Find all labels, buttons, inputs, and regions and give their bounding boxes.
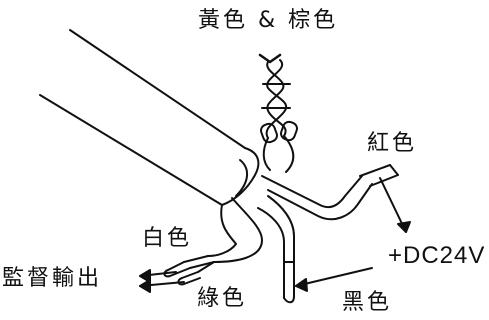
label-dc24v: +DC24V [388, 242, 486, 269]
cable-sheath-upper-edge [69, 29, 246, 149]
twisted-pair-yellow-brown [258, 53, 298, 173]
cable-sheath-lower-edge [39, 94, 223, 206]
arrow-dc-to-black [295, 267, 373, 292]
label-green: 綠色 [197, 286, 248, 311]
arrow-output-white [139, 269, 177, 283]
label-red: 紅色 [367, 131, 418, 156]
label-black: 黑色 [342, 290, 393, 315]
label-supervision-output: 監督輸出 [2, 266, 103, 291]
cable-end-body [221, 147, 260, 206]
wire-black [257, 195, 295, 304]
label-white: 白色 [142, 226, 193, 251]
label-yellow-brown: 黃色 & 棕色 [198, 8, 339, 33]
wire-white-green [163, 197, 263, 286]
arrow-output-green [139, 279, 185, 293]
wire-red [261, 164, 399, 221]
arrow-dc-to-red [379, 177, 411, 233]
